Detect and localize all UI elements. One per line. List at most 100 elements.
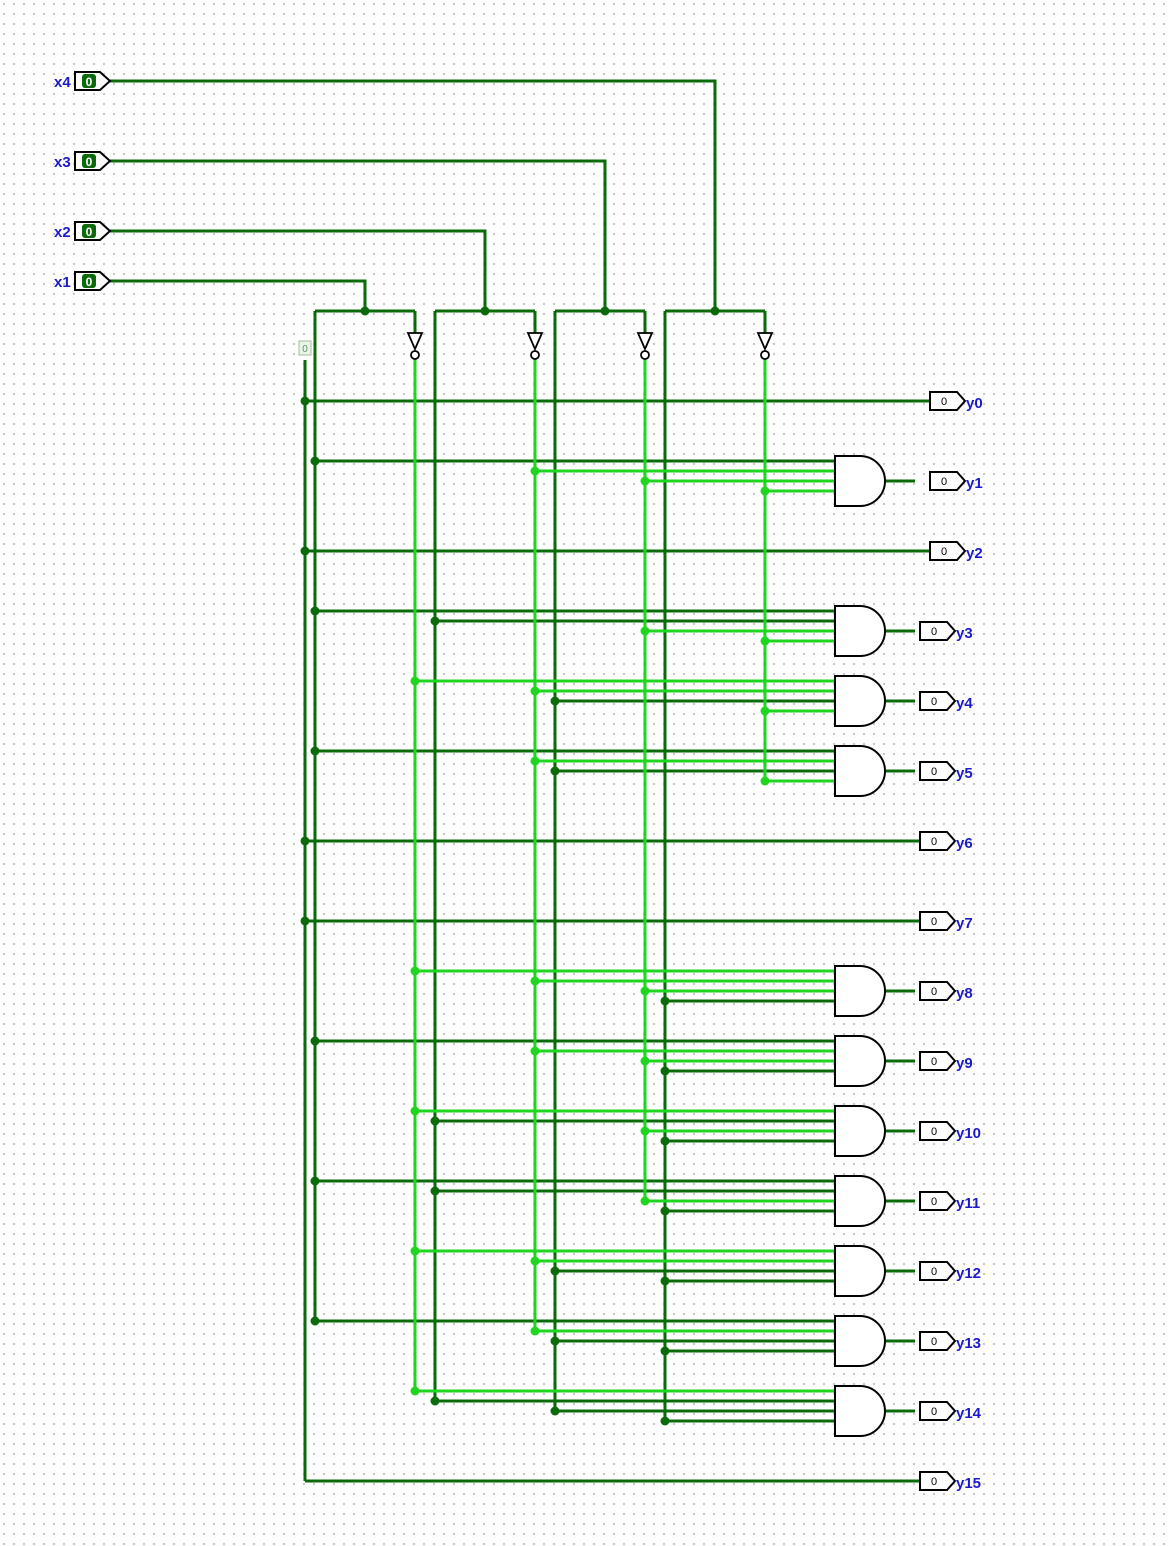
input-pin-x1[interactable]: x1 0: [54, 271, 112, 291]
and-gate-body: [834, 1385, 886, 1437]
junction-dot: [550, 696, 560, 706]
output-pin-body: [919, 1191, 957, 1211]
not-gate-x1: [406, 332, 424, 360]
and-gate-body: [834, 455, 886, 507]
output-pin-value: 0: [931, 986, 937, 998]
junction-dot: [530, 756, 540, 766]
junction-dot: [410, 1386, 420, 1396]
junction-dot: [600, 306, 610, 316]
output-pin-value: 0: [931, 1476, 937, 1488]
not-gate-body: [406, 332, 424, 352]
and-gate-body: [834, 675, 886, 727]
output-pin-value: 0: [931, 1266, 937, 1278]
output-label: y8: [956, 985, 973, 1002]
junction-dot: [550, 1336, 560, 1346]
output-label: y5: [956, 765, 973, 782]
gates-layer: [406, 332, 886, 1437]
output-pin-body: [919, 621, 957, 641]
and-gate-y3: [834, 605, 886, 657]
output-pin-body: [919, 1121, 957, 1141]
output-pin-value: 0: [941, 396, 947, 408]
junction-dot: [550, 1266, 560, 1276]
junction-dot: [530, 976, 540, 986]
input-pin-value: 0: [86, 75, 93, 89]
output-label: y9: [956, 1055, 973, 1072]
and-gate-y5: [834, 745, 886, 797]
and-gate-body: [834, 745, 886, 797]
and-gate-body: [834, 1315, 886, 1367]
output-label: y3: [956, 625, 973, 642]
junction-dot: [430, 1116, 440, 1126]
junction-dot: [360, 306, 370, 316]
junction-dot: [660, 1276, 670, 1286]
junction-dot: [550, 766, 560, 776]
junction-dot: [530, 1046, 540, 1056]
output-pin-body: [919, 1051, 957, 1071]
not-gate-bubble: [640, 350, 650, 360]
output-pin-body: [929, 391, 967, 411]
junction-dot: [300, 546, 310, 556]
junction-dot: [310, 606, 320, 616]
junction-dot: [300, 836, 310, 846]
junction-dot: [530, 686, 540, 696]
junction-dot: [660, 1416, 670, 1426]
input-pin-value: 0: [86, 225, 93, 239]
junction-dot: [660, 1206, 670, 1216]
junction-dot: [430, 616, 440, 626]
and-gate-body: [834, 1105, 886, 1157]
and-gate-body: [834, 1035, 886, 1087]
not-gate-body: [636, 332, 654, 352]
junction-dot: [300, 396, 310, 406]
input-wire-x1: [110, 279, 367, 311]
output-pin-value: 0: [931, 1126, 937, 1138]
input-pin-value: 0: [86, 275, 93, 289]
junction-dot: [660, 996, 670, 1006]
input-pin-state: [82, 274, 96, 288]
not-gate-bubble: [410, 350, 420, 360]
and-gate-y13: [834, 1315, 886, 1367]
and-gate-body: [834, 1245, 886, 1297]
junction-dot: [660, 1136, 670, 1146]
junction-dot: [660, 1346, 670, 1356]
output-label: y0: [966, 395, 983, 412]
junction-dot: [530, 466, 540, 476]
and-gate-y12: [834, 1245, 886, 1297]
input-wire-x4: [110, 79, 717, 311]
and-gate-y1: [834, 455, 886, 507]
output-pin-value: 0: [941, 476, 947, 488]
junction-dot: [410, 966, 420, 976]
and-gate-body: [834, 605, 886, 657]
junction-dot: [760, 706, 770, 716]
output-pin-value: 0: [941, 546, 947, 558]
input-label: x1: [54, 274, 71, 291]
output-label: y11: [956, 1195, 980, 1212]
input-pin-state: [82, 74, 96, 88]
not-gate-body: [526, 332, 544, 352]
constant-value: 0: [302, 344, 308, 355]
output-label: y14: [956, 1405, 982, 1422]
output-pin-body: [919, 831, 957, 851]
junction-dot: [530, 1326, 540, 1336]
output-label: y7: [956, 915, 973, 932]
junction-dot: [660, 1066, 670, 1076]
junction-dot: [640, 986, 650, 996]
output-label: y6: [956, 835, 973, 852]
junction-dot: [310, 1316, 320, 1326]
junction-dot: [410, 676, 420, 686]
junction-dot: [310, 1036, 320, 1046]
junction-dot: [530, 1256, 540, 1266]
junction-dot: [640, 626, 650, 636]
output-pin-body: [919, 1261, 957, 1281]
